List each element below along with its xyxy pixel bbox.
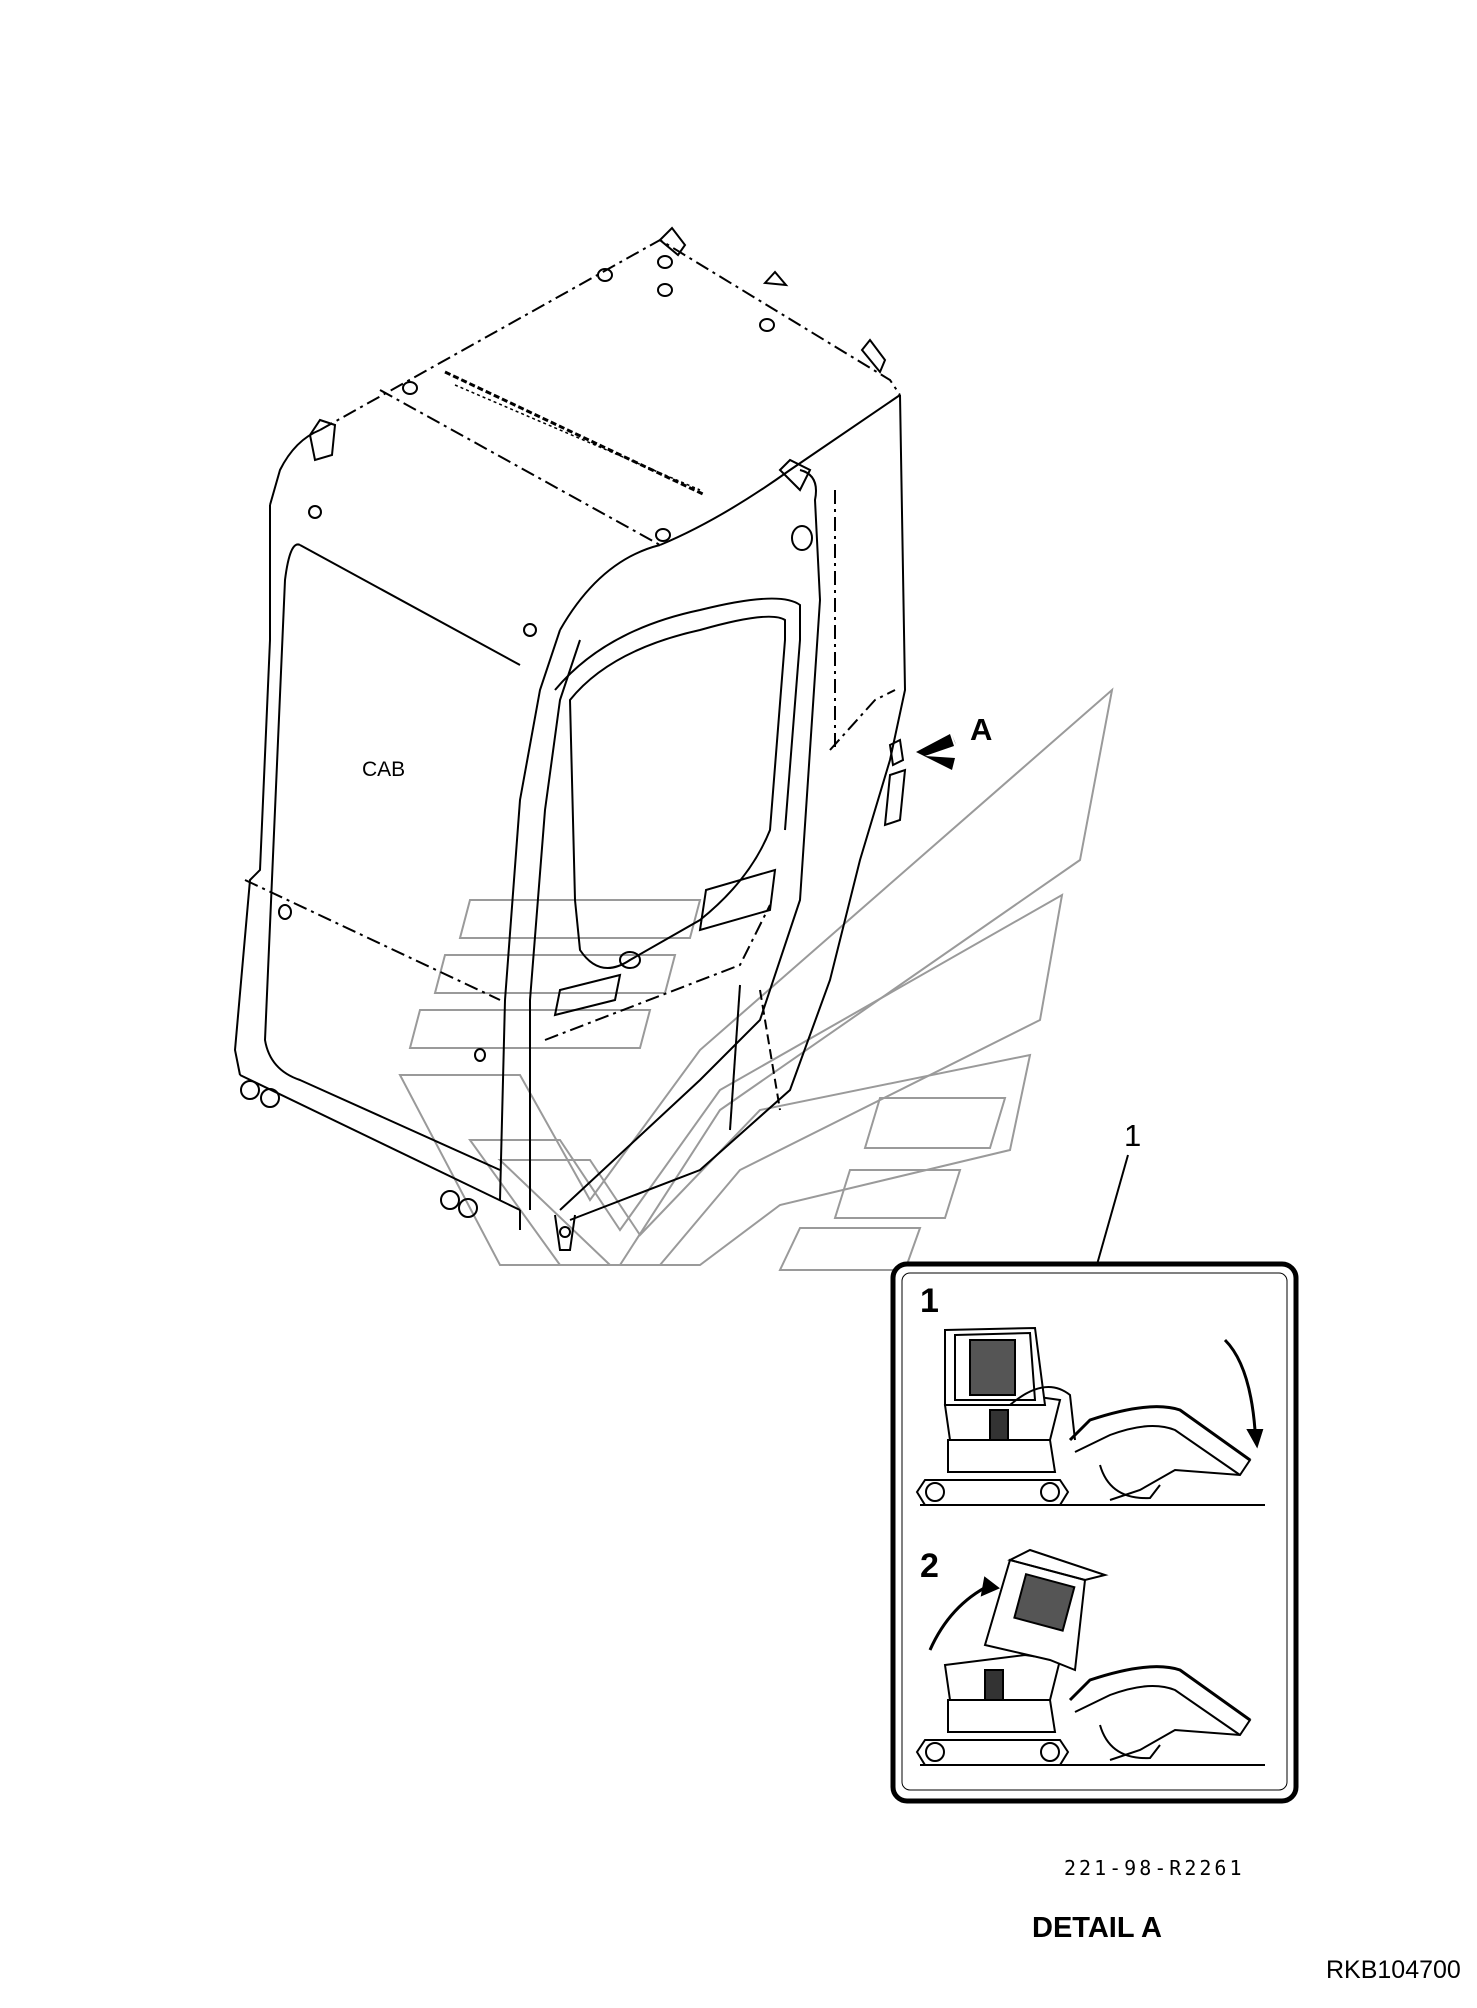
- detail-title: DETAIL A: [1032, 1912, 1162, 1944]
- view-arrow-label: A: [970, 712, 993, 747]
- view-arrow-icon: [916, 734, 956, 770]
- decal-part-code: 221-98-R2261: [1060, 1856, 1249, 1880]
- callout-number: 1: [1124, 1118, 1142, 1153]
- callout-leader: [1095, 1154, 1129, 1269]
- detail-a-inner: [901, 1272, 1288, 1791]
- excavator-icon: [915, 1548, 1265, 1766]
- decal-step-two: 2: [920, 1547, 939, 1585]
- cab-label: CAB: [362, 758, 406, 781]
- decal-step-one: 1: [920, 1282, 939, 1320]
- cab-outline: [233, 226, 907, 1251]
- drawing-number: RKB104700: [1326, 1956, 1461, 1984]
- excavator-icon: [915, 1326, 1265, 1506]
